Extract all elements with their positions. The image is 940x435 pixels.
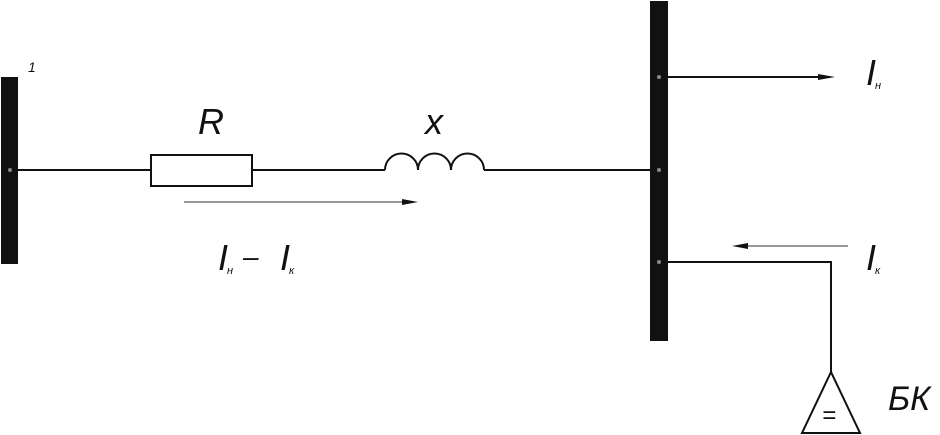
- capacitor-current-label: I к: [866, 237, 881, 278]
- inductor: [384, 152, 485, 171]
- capacitor-bank-label: БК: [888, 380, 932, 418]
- right-busbar-node-line: [657, 168, 661, 172]
- left-busbar-node: [8, 168, 12, 172]
- svg-text:I: I: [866, 52, 876, 93]
- right-busbar-node-capacitor: [657, 260, 661, 264]
- svg-text:н: н: [227, 265, 233, 277]
- svg-text:н: н: [875, 80, 881, 92]
- svg-text:I: I: [280, 237, 290, 278]
- resistor-label: R: [198, 101, 224, 142]
- capacitor-bank-equals: =: [822, 402, 836, 429]
- svg-text:I: I: [218, 237, 228, 278]
- svg-text:к: к: [875, 265, 881, 277]
- capacitor-current-arrowhead: [732, 243, 748, 249]
- capacitor-bank-symbol: [800, 369, 862, 434]
- resistor: [150, 154, 253, 187]
- svg-text:I: I: [866, 237, 876, 278]
- load-current-arrowhead: [818, 74, 835, 80]
- line-current-label: I н – I к: [218, 237, 295, 278]
- bus-number-label: 1: [28, 59, 36, 75]
- svg-text:–: –: [242, 241, 259, 272]
- line-current-arrowhead: [402, 199, 418, 205]
- capacitor-branch-line: [668, 261, 832, 372]
- load-current-label: I н: [866, 52, 881, 93]
- right-busbar-node-load: [657, 75, 661, 79]
- inductor-label: x: [423, 101, 445, 142]
- svg-text:к: к: [289, 265, 295, 277]
